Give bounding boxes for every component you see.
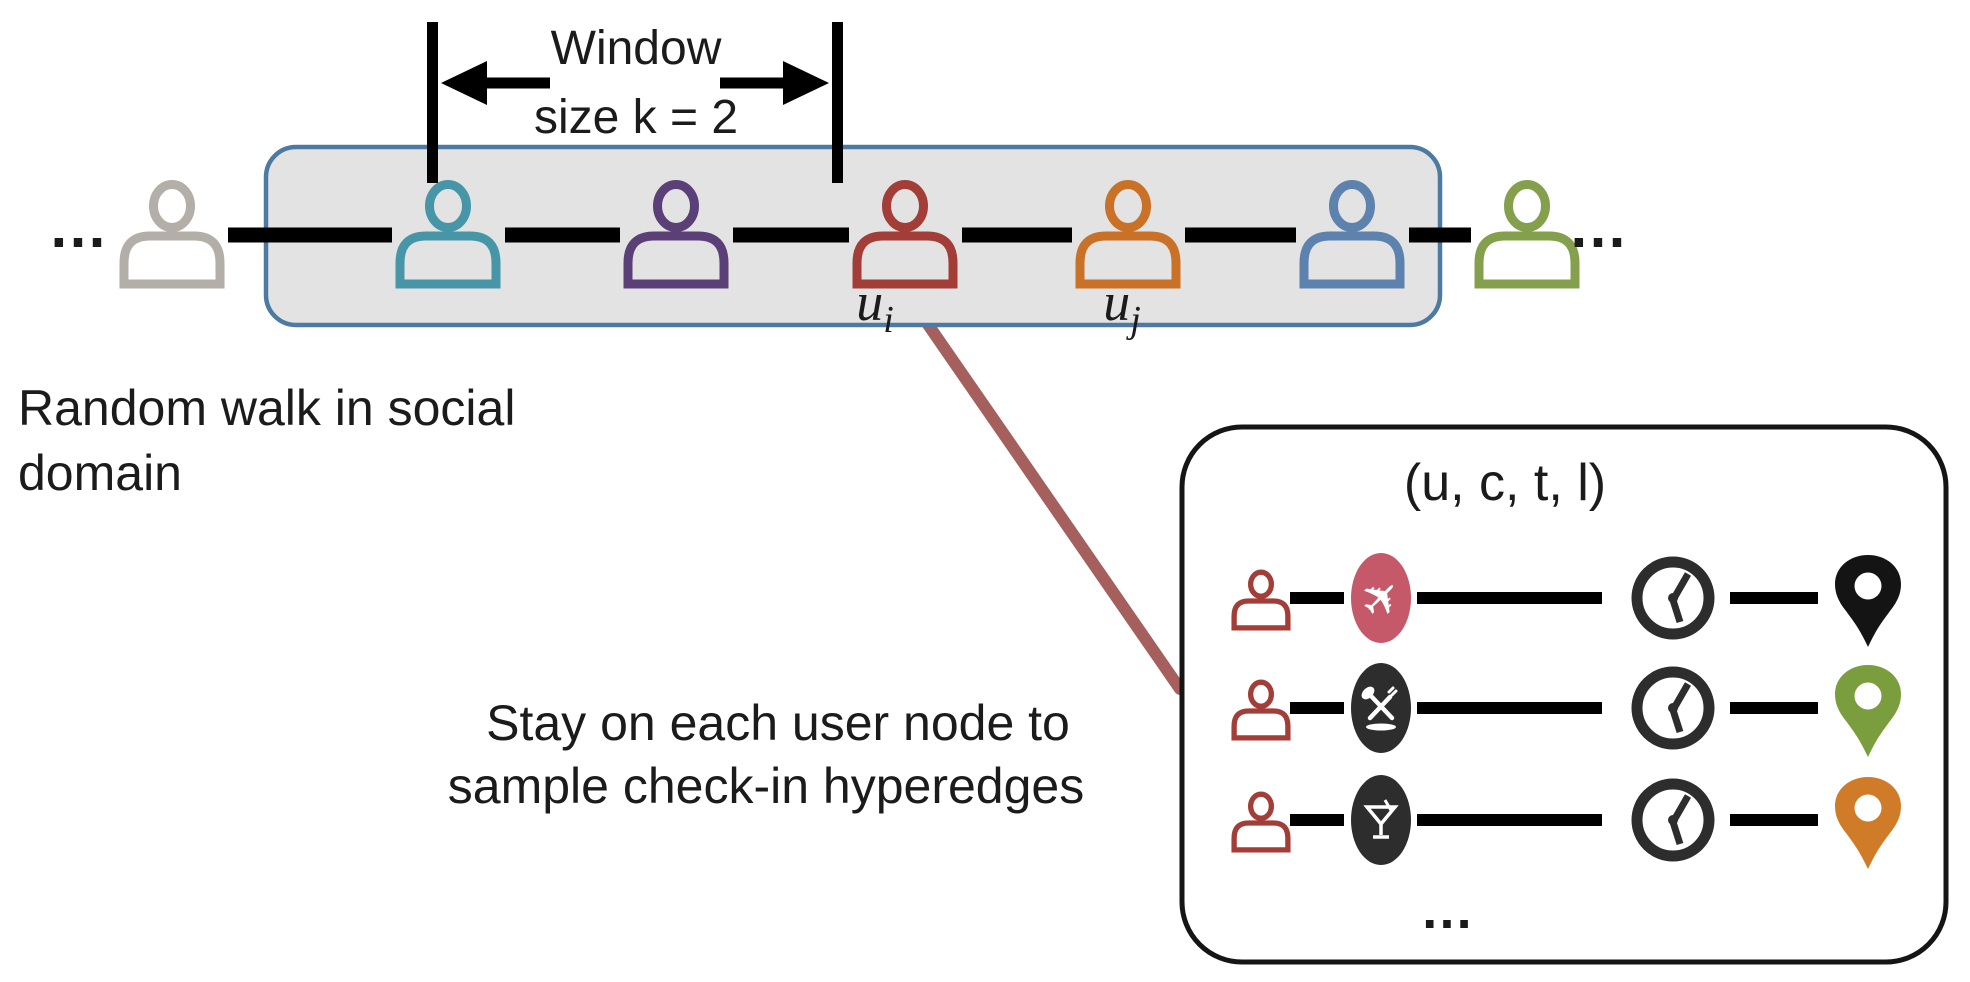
user-icon <box>653 180 699 232</box>
checkin-hyperedge-row: ✈ <box>1231 553 1901 647</box>
bracket-bar-left <box>427 22 438 183</box>
arrow-right-icon <box>783 61 829 105</box>
user-icon <box>425 180 471 232</box>
user-node-prev <box>119 180 225 289</box>
social-user-nodes <box>119 180 1580 289</box>
category-badge <box>1351 553 1411 643</box>
clock-icon <box>1631 556 1715 640</box>
user-node-next <box>1474 180 1580 289</box>
user-icon <box>1504 180 1550 232</box>
user-icon <box>1231 679 1291 741</box>
user-icon <box>623 231 729 289</box>
user-node-window-2 <box>623 180 729 289</box>
window-size-bracket: Window size k = 2 <box>427 22 843 183</box>
location-pin-icon <box>1835 777 1901 869</box>
cocktail-icon <box>1363 799 1399 839</box>
user-icon <box>1329 180 1375 232</box>
window-size-label-line2: size k = 2 <box>534 91 738 144</box>
checkin-hyperedge-row <box>1231 663 1901 757</box>
user-icon <box>149 180 195 232</box>
user-icon <box>1075 231 1181 289</box>
user-node-window-5 <box>1299 180 1405 289</box>
user-icon <box>119 231 225 289</box>
checkin-tuple-title: (u, c, t, l) <box>1404 454 1606 512</box>
user-icon <box>1299 231 1405 289</box>
user-icon <box>852 231 958 289</box>
checkin-hyperedge-row <box>1231 775 1901 869</box>
sample-connector-line <box>894 278 1186 695</box>
walk-ellipsis-left: … <box>48 193 108 260</box>
location-pin-icon <box>1835 665 1901 757</box>
user-node-ui <box>852 180 958 289</box>
clock-icon <box>1631 666 1715 750</box>
window-size-label-line1: Window <box>551 22 722 75</box>
restaurant-icon <box>1361 686 1398 731</box>
label-ui: ui <box>856 272 894 341</box>
user-node-uj <box>1075 180 1181 289</box>
user-icon <box>1231 569 1291 631</box>
caption-stay-line2: sample check-in hyperedges <box>448 758 1084 814</box>
bracket-bar-right <box>832 22 843 183</box>
caption-stay-line1: Stay on each user node to <box>486 695 1070 751</box>
category-badge <box>1351 775 1411 865</box>
user-node-window-1 <box>395 180 501 289</box>
label-uj: uj <box>1103 272 1141 341</box>
user-icon <box>1474 231 1580 289</box>
arrow-left-icon <box>441 61 487 105</box>
user-icon <box>395 231 501 289</box>
user-icon <box>1231 791 1291 853</box>
user-icon <box>882 180 928 232</box>
caption-random-walk-line1: Random walk in social <box>18 380 515 436</box>
clock-icon <box>1631 778 1715 862</box>
checkin-ellipsis: … <box>1420 880 1474 940</box>
user-icon <box>1105 180 1151 232</box>
location-pin-icon <box>1835 555 1901 647</box>
caption-random-walk-line2: domain <box>18 445 182 501</box>
walk-ellipsis-right: … <box>1568 193 1628 260</box>
